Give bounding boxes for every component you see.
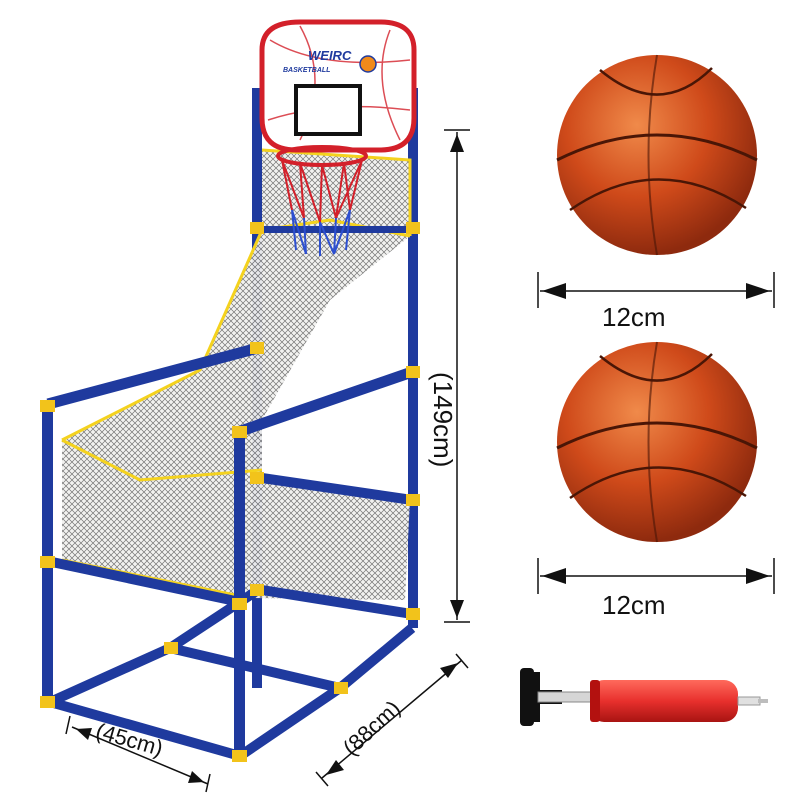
basketball-hoop-stand: WEIRC BASKETBALL xyxy=(40,19,420,762)
backboard-logo: WEIRC xyxy=(308,48,352,63)
depth-arrow xyxy=(321,659,463,779)
net-mesh xyxy=(62,150,410,600)
dimension-arrows xyxy=(65,129,775,793)
hand-pump xyxy=(520,668,768,726)
basketball xyxy=(556,341,758,543)
frame-joints xyxy=(40,222,420,762)
pump-nozzle xyxy=(737,696,761,706)
pump-body xyxy=(590,680,738,722)
frame-bottom-rail xyxy=(261,585,413,619)
ball-size-label: 12cm xyxy=(602,590,666,620)
hoop-rim xyxy=(276,145,368,256)
frame-front-post-right xyxy=(234,430,245,758)
frame-front-post-left xyxy=(42,404,53,704)
ball-size-label: 12cm xyxy=(602,302,666,332)
backboard-target-square xyxy=(294,84,362,136)
backboard-emblem xyxy=(359,55,377,73)
backboard: WEIRC BASKETBALL xyxy=(259,19,417,153)
width-arrow xyxy=(71,726,209,785)
frame-base xyxy=(47,585,416,761)
net-edge xyxy=(61,148,412,600)
frame-armrest-right xyxy=(236,366,414,438)
basketball xyxy=(556,54,758,256)
frame-back-post-right xyxy=(408,88,418,628)
frame-mid-rail xyxy=(261,473,413,505)
backboard-logo-subtext: BASKETBALL xyxy=(283,67,330,74)
height-label: (149cm) xyxy=(428,372,458,468)
frame-armrest-left xyxy=(46,342,260,410)
frame-seat-bar xyxy=(50,557,242,607)
